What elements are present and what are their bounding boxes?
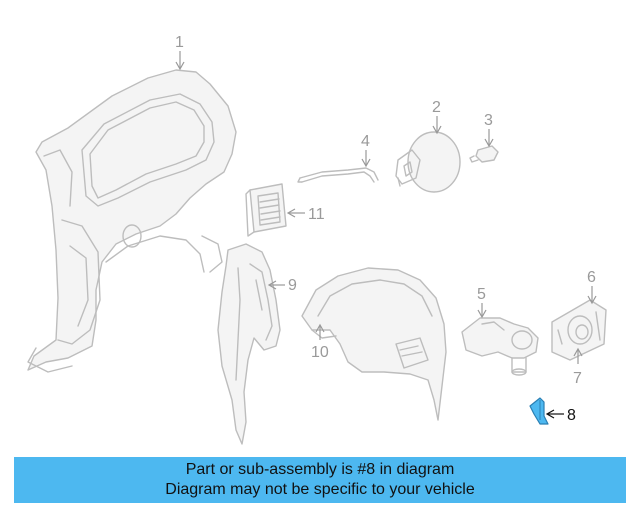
- part-4-rod: [297, 167, 379, 183]
- callout-11: 11: [286, 206, 325, 223]
- part-2-fuel-door: [395, 131, 461, 193]
- part-8-clip-highlighted: [529, 397, 549, 425]
- banner-line-part: Part or sub-assembly is #8 in diagram: [185, 461, 455, 478]
- svg-text:5: 5: [477, 286, 486, 303]
- callout-4: 4: [361, 133, 371, 168]
- part-10-inner-liner: [301, 267, 447, 421]
- svg-text:1: 1: [175, 34, 184, 51]
- svg-text:11: 11: [308, 206, 325, 223]
- part-11-vent-grille: [245, 183, 287, 237]
- svg-text:10: 10: [311, 344, 329, 361]
- callout-5: 5: [477, 286, 487, 319]
- svg-text:3: 3: [484, 112, 493, 129]
- parts-diagram: 1 2 3 4 5 6 7 8 9 10: [27, 34, 607, 445]
- callout-2: 2: [432, 99, 442, 135]
- svg-text:4: 4: [361, 133, 370, 150]
- callout-7: 7: [573, 347, 583, 387]
- callout-6: 6: [587, 269, 597, 305]
- callout-1: 1: [175, 34, 185, 71]
- callout-9: 9: [267, 277, 297, 294]
- part-1-quarter-panel: [27, 69, 237, 373]
- svg-text:9: 9: [288, 277, 297, 294]
- banner-line-disclaimer: Diagram may not be specific to your vehi…: [165, 481, 475, 498]
- svg-text:7: 7: [573, 370, 582, 387]
- part-5-housing: [461, 317, 539, 376]
- info-banner: Part or sub-assembly is #8 in diagram Di…: [14, 457, 626, 503]
- callout-3: 3: [484, 112, 494, 148]
- callout-10: 10: [311, 323, 329, 361]
- svg-text:6: 6: [587, 269, 596, 286]
- part-9-liner: [217, 243, 281, 445]
- callout-8: 8: [545, 407, 576, 424]
- svg-text:8: 8: [567, 407, 576, 424]
- svg-text:2: 2: [432, 99, 441, 116]
- part-3-screw: [469, 145, 499, 163]
